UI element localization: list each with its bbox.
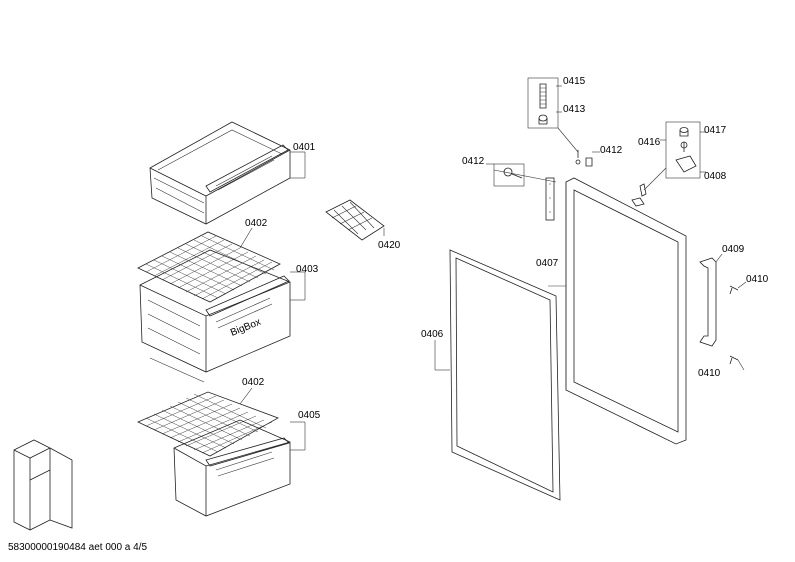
hinge-set-0416-0417-0408 bbox=[631, 121, 701, 207]
door-gasket-0406 bbox=[449, 249, 561, 501]
screw-set-0415-0413 bbox=[527, 77, 593, 167]
label-0420: 0420 bbox=[378, 240, 401, 251]
shelf-0402-lower bbox=[137, 391, 279, 457]
label-0407: 0407 bbox=[536, 258, 559, 269]
screws-0410 bbox=[729, 285, 739, 365]
label-0406: 0406 bbox=[421, 329, 444, 340]
label-0405: 0405 bbox=[298, 410, 321, 421]
shelf-0402-upper bbox=[137, 231, 281, 303]
label-0415: 0415 bbox=[563, 76, 586, 87]
document-footer-id: 58300000190484 aet 000 a 4/5 bbox=[8, 542, 148, 553]
label-0412-right: 0412 bbox=[600, 145, 623, 156]
label-0403: 0403 bbox=[296, 264, 319, 275]
label-0402-upper: 0402 bbox=[245, 218, 268, 229]
ice-tray-0420 bbox=[325, 199, 385, 241]
label-0408: 0408 bbox=[704, 171, 727, 182]
handle-0409 bbox=[699, 257, 717, 347]
label-0402-lower: 0402 bbox=[242, 377, 265, 388]
drawer-brand-label: BigBox bbox=[229, 317, 263, 339]
appliance-thumbnail bbox=[13, 439, 73, 531]
door-0407 bbox=[565, 177, 687, 445]
label-0410-upper: 0410 bbox=[746, 274, 769, 285]
drawer-0401 bbox=[149, 121, 291, 225]
drawer-0403-bigbox: BigBox bbox=[139, 249, 291, 383]
hinge-0412 bbox=[493, 163, 557, 221]
drawer-0405 bbox=[173, 419, 291, 517]
label-0409: 0409 bbox=[722, 244, 745, 255]
label-0417: 0417 bbox=[704, 125, 727, 136]
label-0413: 0413 bbox=[563, 104, 586, 115]
label-0410-lower: 0410 bbox=[698, 368, 721, 379]
label-0401: 0401 bbox=[293, 142, 316, 153]
label-0416: 0416 bbox=[638, 137, 661, 148]
label-0412-left: 0412 bbox=[462, 156, 485, 167]
